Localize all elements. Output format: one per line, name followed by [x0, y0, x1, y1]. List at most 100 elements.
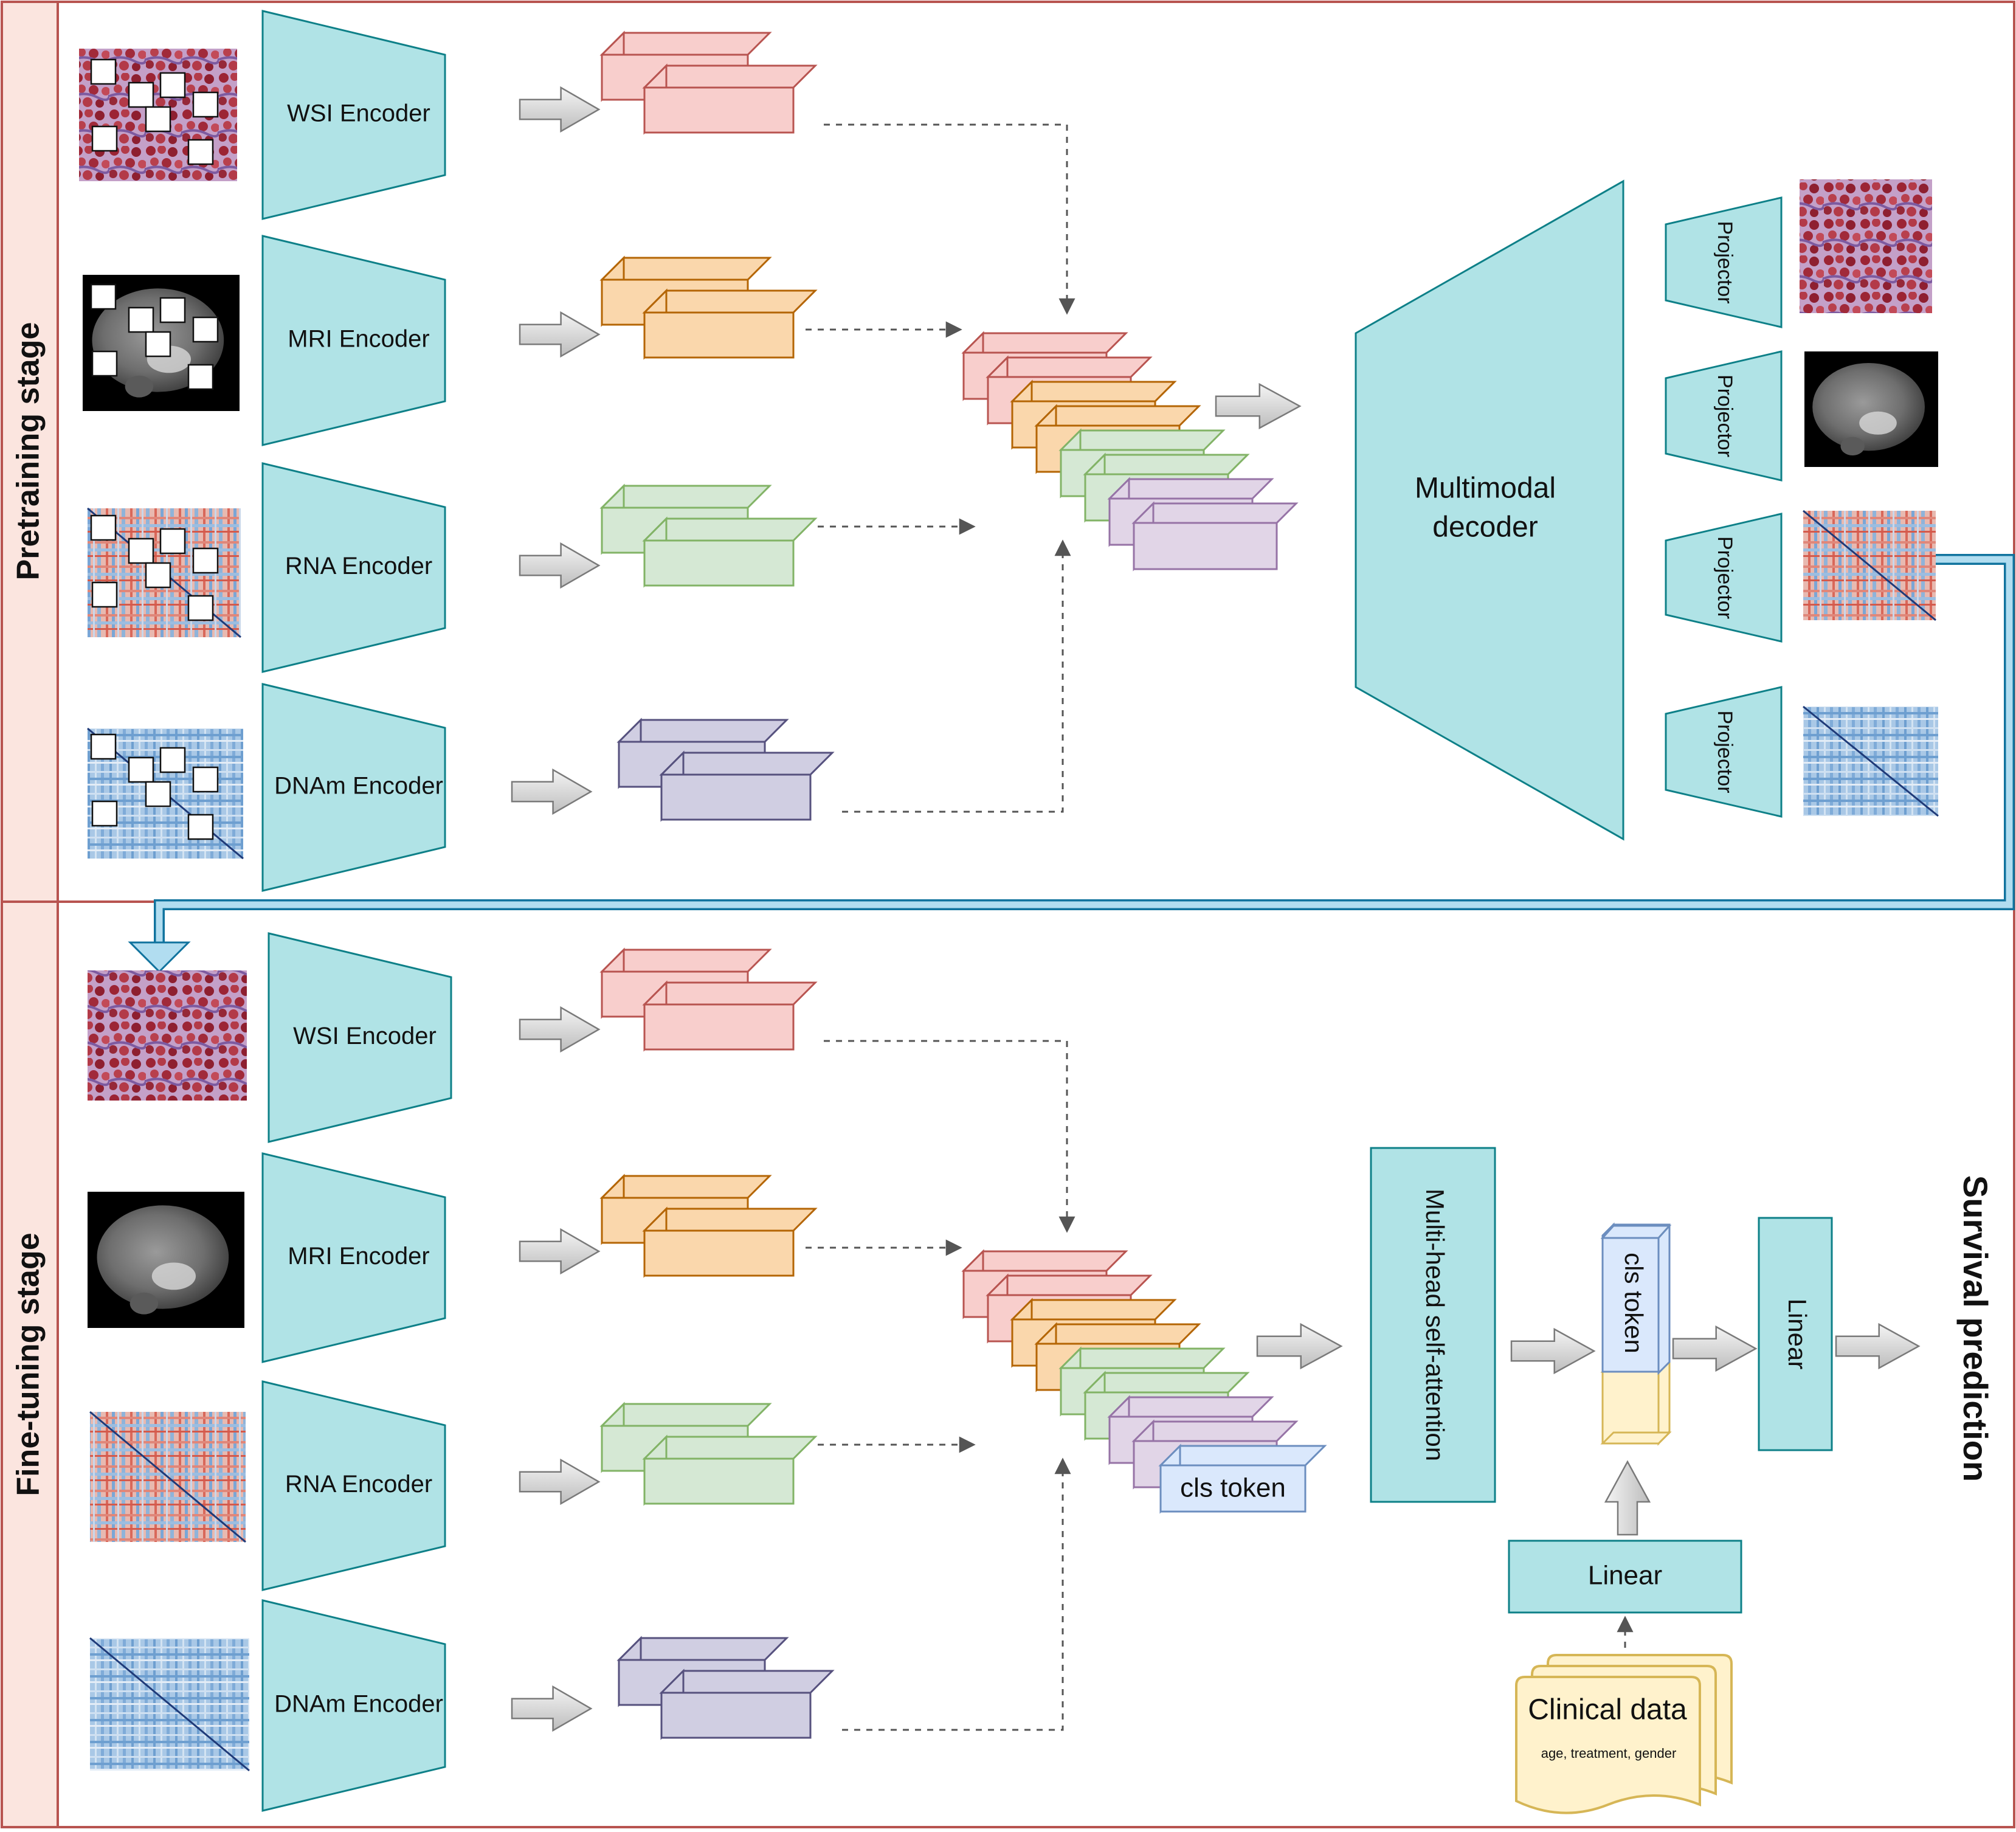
recon-mri-image	[1804, 351, 1938, 467]
clinical-linear-to-cls-arrow-shape	[1604, 1460, 1651, 1536]
pretrain-dnam-token-a-top	[616, 719, 789, 743]
mask-patch	[187, 364, 214, 390]
pretrain-rna-masks	[90, 514, 219, 621]
linear-head-label: Linear	[1783, 1299, 1812, 1370]
pretrain-dnam-masks	[90, 733, 219, 840]
pretrain-dnam-token-b	[659, 750, 835, 822]
pretrain-stack-to-decoder-arrow	[1215, 382, 1302, 430]
finetune-rna-image-diagonal	[89, 1411, 246, 1543]
finetune-wsi-arrow-shape	[519, 1006, 601, 1053]
projector-dnam: Projector	[1665, 686, 1783, 818]
finetune-rna-arrow	[519, 1458, 601, 1505]
finetune-token-stack-cls-token	[1158, 1443, 1327, 1514]
mask-patch	[90, 58, 117, 85]
finetune-token-stack-token-2-top	[1010, 1299, 1177, 1321]
mask-patch	[91, 581, 118, 608]
pretrain-dnam-arrow	[511, 768, 593, 815]
projector-rna: Projector	[1665, 513, 1783, 643]
finetune-rna-image	[89, 1411, 246, 1543]
projector-dnam-shape	[1665, 686, 1783, 818]
pretrain-wsi-encoder: WSI Encoder	[261, 10, 446, 220]
pretrain-token-stack-token-7-front	[1133, 522, 1278, 570]
pretrain-rna-token-b-front	[643, 539, 795, 587]
pretrain-dashed-wsi	[824, 123, 1075, 315]
finetune-mri-encoder: MRI Encoder	[261, 1152, 446, 1363]
mask-patch	[187, 595, 214, 621]
mask-patch	[90, 514, 117, 541]
mask-patch	[145, 331, 171, 358]
pretrain-rna-arrow	[519, 542, 601, 589]
projector-wsi-label: Projector	[1713, 221, 1736, 303]
pretrain-wsi-arrow	[519, 86, 601, 133]
finetune-token-stack-token-7-top	[1131, 1420, 1299, 1442]
finetune-dashed-wsi	[824, 1040, 1075, 1233]
pretrain-wsi-token-a-top	[599, 32, 772, 56]
survival-prediction-label: Survival prediction	[1956, 1175, 1995, 1482]
weight-transfer-pipe-fill	[156, 556, 2013, 944]
finetune-token-stack-token-5-top	[1083, 1372, 1250, 1394]
pretrain-dnam-token-b-front	[660, 773, 812, 821]
pretrain-rna-token-b	[642, 516, 818, 588]
clinical-data-title: Clinical data	[1528, 1694, 1687, 1726]
pretrain-rna-encoder: RNA Encoder	[261, 462, 446, 673]
finetune-mri-token-b-top	[642, 1208, 818, 1232]
cls-to-linear-arrow-shape	[1672, 1325, 1758, 1372]
projector-wsi: Projector	[1665, 196, 1783, 328]
finetune-token-stack-cls-token-label: cls token	[1180, 1473, 1286, 1503]
mask-patch	[128, 306, 154, 333]
pretrain-dnam-arrow-shape	[511, 768, 593, 815]
mhsa-to-cls-arrow-shape	[1510, 1327, 1596, 1375]
pretrain-rna-encoder-label: RNA Encoder	[285, 553, 432, 579]
finetune-dnam-token-b-front	[660, 1692, 812, 1739]
finetune-token-stack-token-0-top	[961, 1250, 1128, 1272]
finetune-rna-token-b	[642, 1434, 818, 1506]
pretrain-token-stack	[961, 331, 1299, 572]
finetune-dnam-image	[89, 1637, 250, 1772]
finetune-wsi-image	[88, 970, 247, 1101]
finetune-token-stack-cls-token-top	[1158, 1445, 1327, 1467]
mask-patch	[192, 316, 219, 343]
pretrain-token-stack-token-3-top	[1034, 405, 1201, 427]
mask-patch	[90, 283, 117, 310]
finetune-wsi-token-b-top	[642, 981, 818, 1006]
pretrain-rna-token-a-top	[599, 485, 772, 509]
finetune-mri-image-brain	[97, 1205, 229, 1309]
finetune-mri-token-a-top	[599, 1175, 772, 1199]
pretrain-rna-token-b-top	[642, 517, 818, 542]
finetune-dnam-tokens	[616, 1636, 835, 1740]
weight-transfer-arrowhead	[128, 941, 191, 973]
pretrain-rna-encoder-shape	[261, 462, 446, 673]
finetune-wsi-token-b	[642, 980, 818, 1052]
pretrain-wsi-encoder-shape	[261, 10, 446, 220]
mask-patch	[192, 766, 219, 793]
projector-wsi-shape	[1665, 196, 1783, 328]
cls-token-column	[1600, 1222, 1672, 1446]
projector-mri-label: Projector	[1713, 375, 1736, 457]
mask-patch	[128, 538, 154, 564]
mask-patch	[187, 814, 214, 840]
pretrain-dnam-encoder: DNAm Encoder	[261, 683, 446, 892]
finetune-dnam-image-diagonal	[89, 1637, 250, 1772]
pretrain-wsi-tokens	[599, 30, 818, 135]
recon-mri-image-brain	[1812, 363, 1925, 451]
mask-patch	[159, 528, 186, 555]
pretrain-dnam-token-b-top	[659, 752, 835, 776]
mask-patch	[145, 106, 171, 133]
pretraining-label-band	[1, 1, 59, 903]
pretrain-token-stack-token-4-top	[1058, 429, 1226, 451]
pretrain-wsi-token-b	[642, 63, 818, 135]
finetune-wsi-image-texture	[88, 970, 247, 1101]
pretrain-wsi-token-b-top	[642, 64, 818, 89]
linear-head-box	[1758, 1217, 1833, 1451]
mask-patch	[128, 81, 154, 108]
recon-rna-image	[1803, 510, 1936, 621]
finetune-rna-tokens	[599, 1402, 818, 1506]
pretrain-rna-arrow-shape	[519, 542, 601, 589]
linear-to-output-arrow	[1835, 1322, 1921, 1370]
cls-to-linear-arrow	[1672, 1325, 1758, 1372]
finetune-token-stack-token-1-top	[986, 1274, 1153, 1296]
recon-wsi-image-texture	[1800, 179, 1932, 313]
finetune-dnam-encoder-label: DNAm Encoder	[274, 1691, 443, 1718]
weight-transfer-pipe	[128, 554, 2015, 973]
